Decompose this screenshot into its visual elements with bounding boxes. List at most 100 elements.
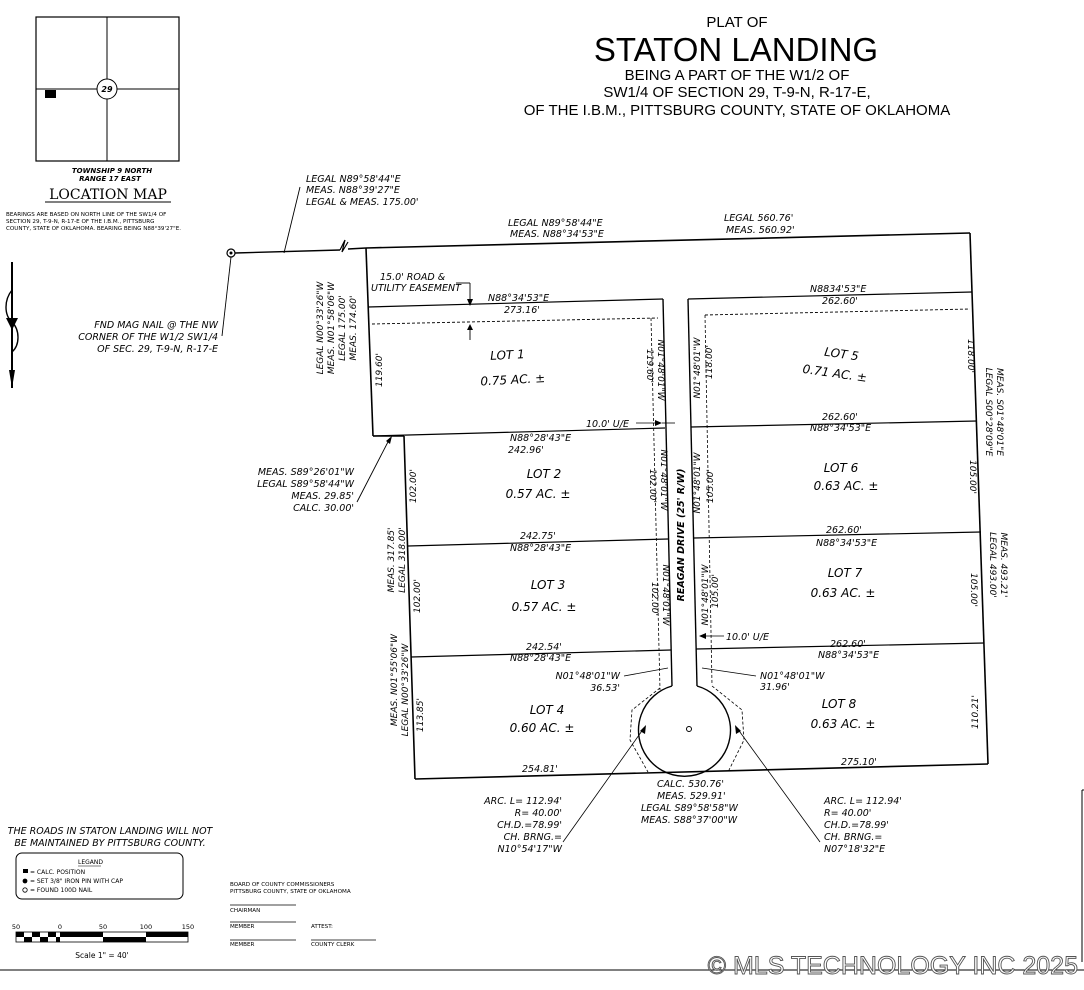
lot2-lot3-line (407, 538, 669, 547)
lot8-south-dist: 275.10' (841, 757, 877, 768)
easement-dashed (371, 317, 659, 325)
lot4-neck-dist: 36.53' (590, 683, 620, 694)
neck-labels: N01°48'01"W 36.53' N01°48'01"W 31.96' (556, 667, 825, 694)
curve-left-note: ARC. L= 112.94' R= 40.00' CH.D.=78.99' C… (483, 725, 646, 855)
lot6-lot7-bearing: N88°34'53"E (816, 538, 877, 549)
signature-block: BOARD OF COUNTY COMMISSIONERS PITTSBURG … (230, 882, 376, 948)
south-meas-dist: MEAS. 529.91' (657, 791, 726, 802)
curve-left-line: R= 40.00' (515, 808, 562, 819)
section-circle (96, 78, 118, 100)
lot1-south-note: MEAS. S89°26'01"W LEGAL S89°58'44"W MEAS… (257, 436, 392, 514)
lot5-west-depth: 118.00' (705, 345, 715, 379)
lot3-area: 0.57 AC. ± (512, 600, 577, 614)
nw-legal-bearing: LEGAL N89°58'44"E (306, 174, 401, 185)
west-line-top (365, 247, 374, 437)
legend-item: = CALC. POSITION (30, 869, 85, 876)
lot5-lot6-dist: 262.60' (822, 412, 858, 423)
boundary (365, 232, 989, 780)
road-west-row (662, 298, 673, 687)
break-symbol (339, 239, 349, 253)
west-top-legal-dist: LEGAL 175.00' (338, 295, 348, 361)
ue-dashed-east (704, 314, 713, 686)
east-bottom-meas-dist: MEAS. 493.21' (998, 532, 1008, 597)
lot5-lot6-line (690, 420, 978, 428)
west-top-meas-bearing: MEAS. N01°58'06"W (327, 281, 337, 374)
lot2-area: 0.57 AC. ± (506, 487, 571, 501)
east-line-labels: 118.00' LEGAL S00°28'09"E MEAS. S01°48'0… (965, 339, 1008, 729)
chairman-label: CHAIRMAN (230, 908, 260, 914)
bearings-note: BEARINGS ARE BASED ON NORTH LINE OF THE … (6, 212, 181, 232)
lot6-name: LOT 6 (824, 461, 859, 475)
lot5-name: LOT 5 (823, 345, 859, 364)
tie-line (234, 249, 341, 254)
lot1-east-bearing: N01°48'01"W (655, 339, 665, 401)
lot6-west-bearing: N01°48'01"W (693, 451, 703, 513)
curve-left-line: CH.D.=78.99' (497, 820, 562, 831)
scale-tick: 50 (99, 923, 107, 931)
fnd-nail-note-line: CORNER OF THE W1/2 SW1/4 (78, 332, 218, 343)
lot4-west-depth: 113.85' (416, 698, 426, 732)
legend-item: = SET 3/8" IRON PIN WITH CAP (30, 878, 123, 885)
north-line-labels: LEGAL N89°58'44"E MEAS. N88°34'53"E LEGA… (508, 213, 795, 240)
attest-label: ATTEST: (311, 924, 333, 930)
ue-label: 10.0' U/E (586, 419, 629, 430)
lot2-east-dist: 102.00' (647, 469, 657, 503)
lot1-lot2-dist: 242.96' (508, 445, 544, 456)
curve-right-line: ARC. L= 112.94' (823, 796, 902, 807)
page-title: STATON LANDING (594, 31, 878, 68)
scale-tick: 0 (58, 923, 62, 931)
iron-pin-icon (22, 878, 28, 884)
north-meas-bearing: MEAS. N88°34'53"E (510, 229, 604, 240)
lot7-area: 0.63 AC. ± (811, 586, 876, 600)
range-label: RANGE 17 EAST (79, 175, 142, 183)
ue-dashed-west (650, 317, 661, 691)
lot3-name: LOT 3 (531, 578, 566, 592)
lot3-lot4-dist: 242.54' (526, 642, 562, 653)
lot5-north-bearing: N8834'53"E (810, 284, 866, 295)
roads-note: THE ROADS IN STATON LANDING WILL NOT BE … (8, 826, 214, 849)
lot1-north-line (367, 298, 664, 308)
east-bottom-legal-dist: LEGAL 493.00' (987, 532, 997, 598)
north-arrow-icon (5, 262, 19, 388)
fnd-nail-note-line: FND MAG NAIL @ THE NW (94, 320, 218, 331)
lot1-north-bearing: N88°34'53"E (488, 293, 549, 304)
lot6-area: 0.63 AC. ± (814, 479, 879, 493)
scale-tick: 50 (12, 923, 20, 931)
lot8-area: 0.63 AC. ± (811, 717, 876, 731)
nail-icon (22, 887, 28, 893)
lot1-lot2-line (372, 427, 666, 437)
lot3-lot4-line (410, 649, 672, 658)
top-lot-labels: N88°34'53"E 273.16' N8834'53"E 262.60' (488, 284, 866, 316)
iron-pin-icon (686, 726, 692, 732)
title-line3: BEING A PART OF THE W1/2 OF (625, 67, 850, 84)
title-line5: OF THE I.B.M., PITTSBURG COUNTY, STATE O… (524, 102, 950, 119)
watermark: © MLS TECHNOLOGY INC 2025 (708, 952, 1078, 980)
east-line (969, 232, 989, 765)
lot8-east-depth: 110.21' (971, 695, 981, 729)
bearings-note-line: BEARINGS ARE BASED ON NORTH LINE OF THE … (6, 212, 166, 218)
lot3-east-bearing: N01°48'01"W (660, 564, 670, 626)
board-line: BOARD OF COUNTY COMMISSIONERS (230, 882, 335, 888)
roads-note-line: BE MAINTAINED BY PITTSBURG COUNTY. (14, 838, 205, 849)
lot5-west-bearing: N01°48'01"W (693, 336, 703, 398)
east-top-legal-bearing: LEGAL S00°28'09"E (983, 368, 993, 457)
site-marker (45, 90, 56, 98)
easement-note-line: UTILITY EASEMENT (371, 283, 462, 294)
nw-corner-tie: LEGAL N89°58'44"E MEAS. N88°39'27"E LEGA… (78, 174, 418, 355)
south-meas-bearing: MEAS. S88°37'00"W (641, 815, 738, 826)
curve-left-line: ARC. L= 112.94' (483, 796, 562, 807)
legend: LEGAND = CALC. POSITION = SET 3/8" IRON … (15, 852, 184, 900)
lot6-lot7-line (693, 531, 982, 539)
curve-right-line: N07°18'32"E (824, 844, 885, 855)
legend-box (15, 852, 184, 900)
lot-labels: LOT 1 0.75 AC. ± LOT 2 0.57 AC. ± LOT 3 … (480, 345, 879, 735)
board-line: PITTSBURG COUNTY, STATE OF OKLAHOMA (230, 889, 351, 895)
road-east-row (687, 298, 698, 687)
lot1-south-note-line: MEAS. 29.85' (291, 491, 354, 502)
nw-meas-bearing: MEAS. N88°39'27"E (306, 185, 400, 196)
lot8-name: LOT 8 (822, 697, 857, 711)
cul-de-sac (637, 685, 732, 777)
lot7-lot8-bearing: N88°34'53"E (818, 650, 879, 661)
west-bottom-legal-dist: LEGAL 318.00' (398, 527, 408, 593)
north-meas-dist: MEAS. 560.92' (726, 225, 795, 236)
